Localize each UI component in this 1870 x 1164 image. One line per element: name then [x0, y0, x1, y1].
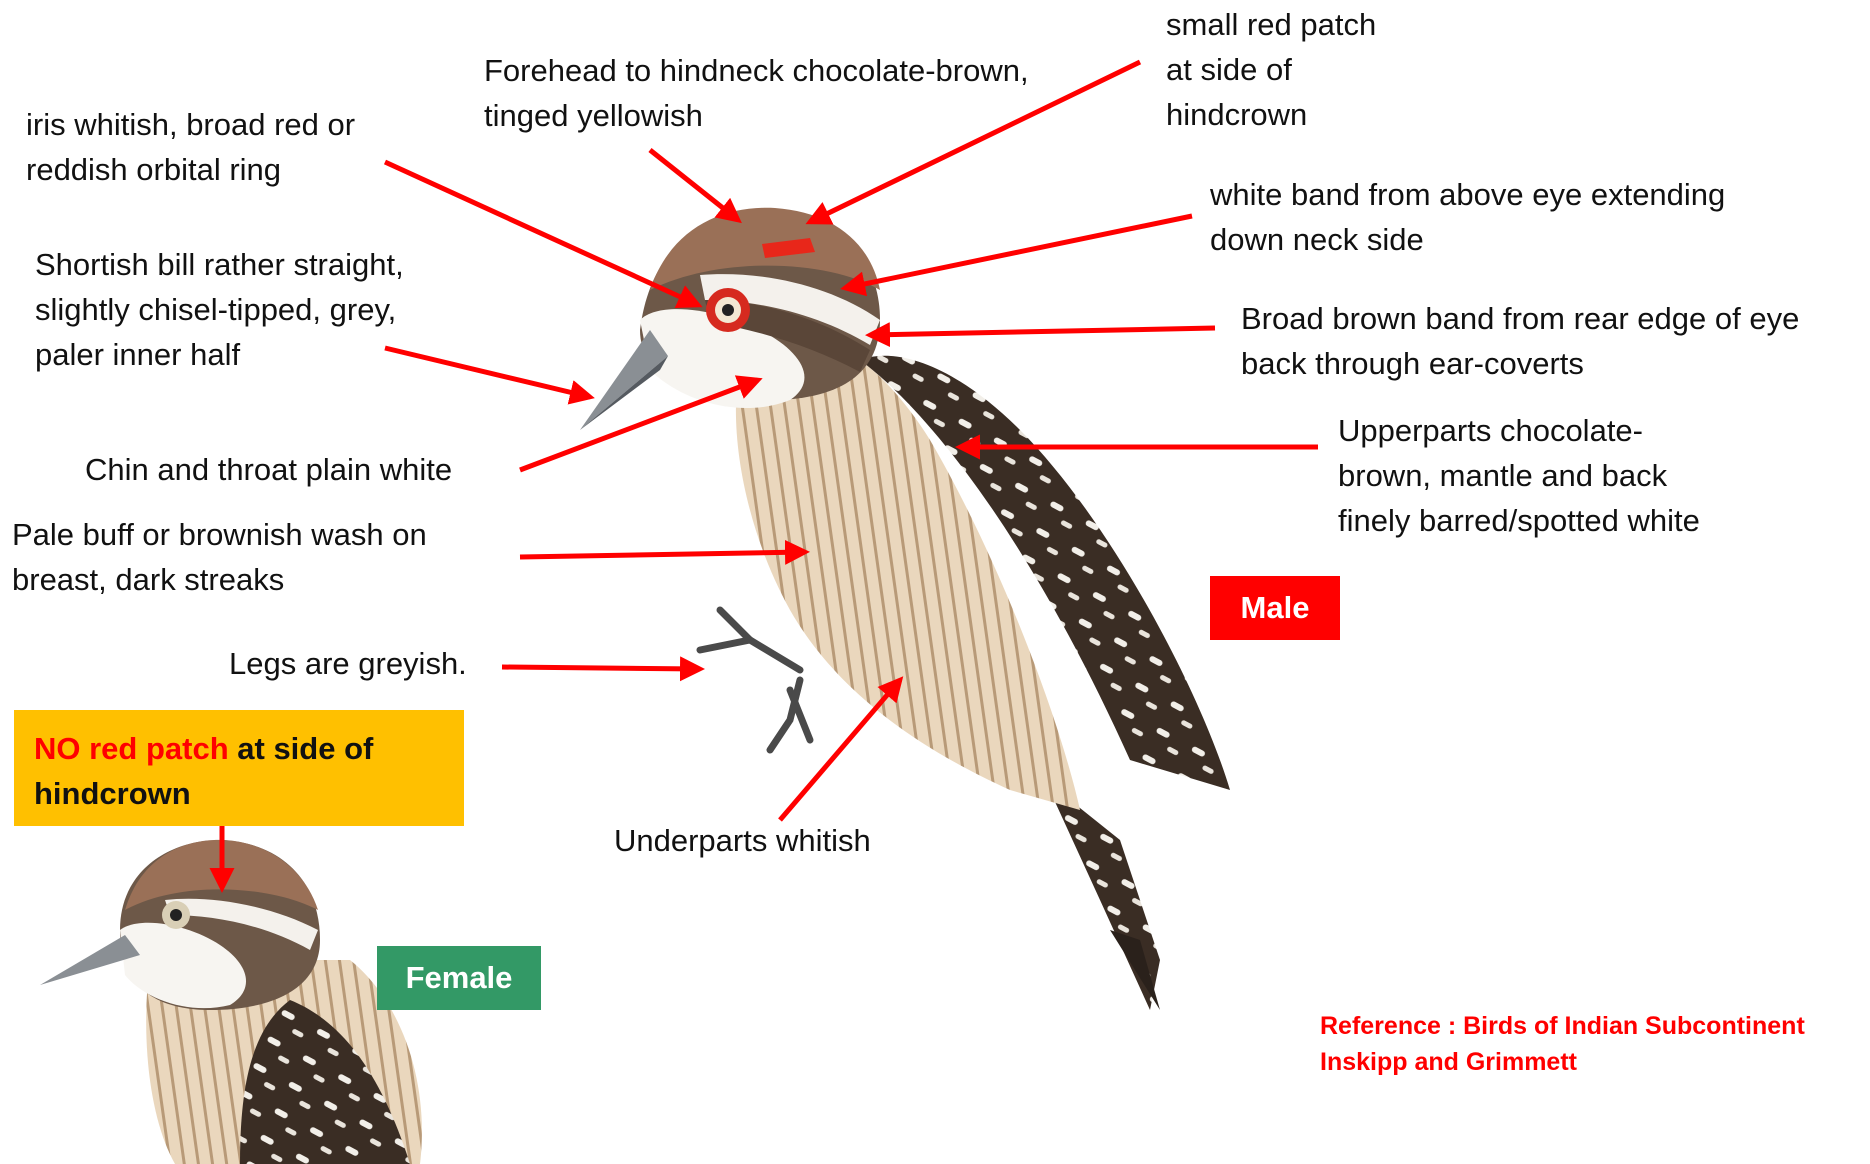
female-bird-illustration: [40, 840, 422, 1164]
label-forehead: Forehead to hindneck chocolate-brown, ti…: [484, 48, 1029, 138]
label-iris: iris whitish, broad red or reddish orbit…: [26, 102, 355, 192]
label-chin: Chin and throat plain white: [85, 447, 452, 492]
arrow-white-band: [845, 216, 1192, 288]
note-text-2: hindcrown: [34, 776, 191, 811]
reference-line-2: Inskipp and Grimmett: [1320, 1044, 1805, 1080]
label-bill: Shortish bill rather straight, slightly …: [35, 242, 404, 377]
note-text-1: at side of: [229, 731, 374, 766]
bill: [580, 330, 668, 430]
arrow-brown-band: [870, 328, 1215, 335]
legs: [700, 610, 810, 750]
arrow-forehead: [650, 150, 738, 220]
arrow-chin: [520, 380, 758, 470]
arrow-bill: [385, 348, 590, 397]
male-tag: Male: [1210, 576, 1340, 640]
female-note: NO red patch at side of hindcrown: [14, 710, 464, 826]
note-highlight: NO red patch: [34, 731, 229, 766]
label-legs: Legs are greyish.: [229, 641, 467, 686]
label-upperparts: Upperparts chocolate- brown, mantle and …: [1338, 408, 1700, 543]
label-brown-band: Broad brown band from rear edge of eye b…: [1241, 296, 1799, 386]
label-underparts: Underparts whitish: [614, 818, 871, 863]
label-red-patch: small red patch at side of hindcrown: [1166, 2, 1376, 137]
reference: Reference : Birds of Indian Subcontinent…: [1320, 1008, 1805, 1080]
arrow-breast: [520, 552, 805, 557]
arrow-legs: [502, 667, 700, 669]
arrow-iris: [385, 162, 698, 305]
label-white-band: white band from above eye extending down…: [1210, 172, 1725, 262]
label-breast: Pale buff or brownish wash on breast, da…: [12, 512, 427, 602]
female-tag: Female: [377, 946, 541, 1010]
reference-line-1: Reference : Birds of Indian Subcontinent: [1320, 1008, 1805, 1044]
